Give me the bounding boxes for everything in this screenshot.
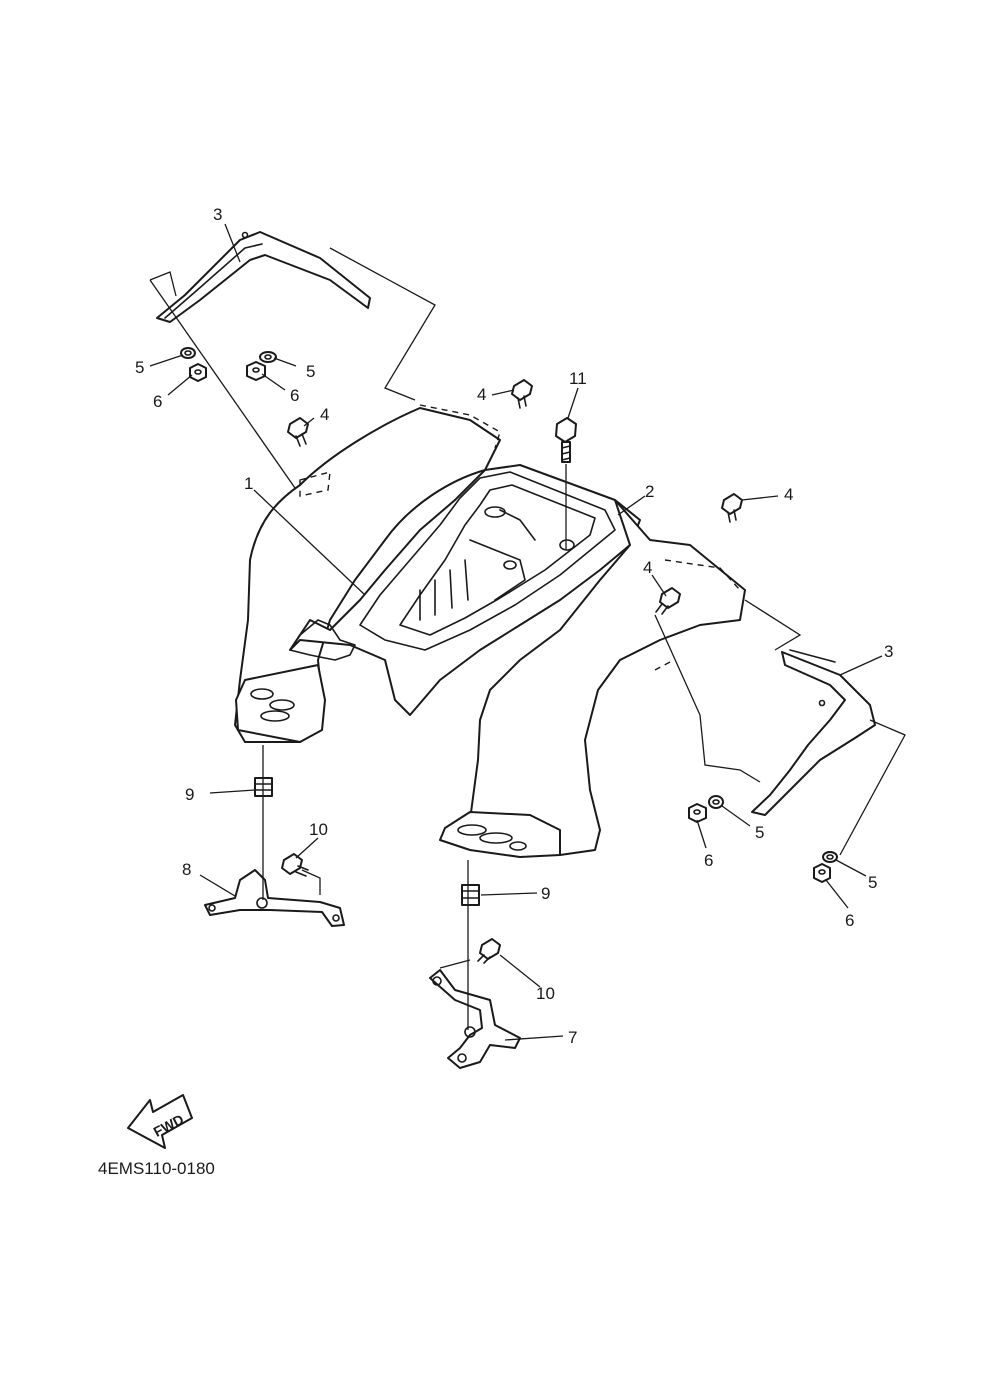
callout-leaders: [149, 223, 883, 1041]
nut-6b: [246, 361, 266, 381]
washer-5c: [708, 795, 724, 809]
bolt-11: [555, 417, 577, 463]
callout-3: 3: [213, 205, 222, 224]
callout-6: 6: [290, 386, 299, 405]
screw-4c: [721, 493, 743, 523]
screw-4d: [655, 587, 681, 615]
callout-labels: 3 5 6 5 6 4 4 11 1 2 4 4 3 9 10 8 5 6 5 …: [135, 205, 893, 1047]
fender-guard-left: [156, 231, 371, 323]
callout-7: 7: [568, 1028, 577, 1047]
drawing-code: 4EMS110-0180: [98, 1159, 215, 1178]
bolt-10b: [477, 938, 501, 964]
screw-4b: [287, 417, 309, 447]
callout-6: 6: [704, 851, 713, 870]
fwd-arrow: FWD: [127, 1094, 193, 1149]
callout-6: 6: [153, 392, 162, 411]
callout-2: 2: [645, 482, 654, 501]
callout-10: 10: [309, 820, 328, 839]
grommet-9b: [461, 884, 480, 906]
callout-5: 5: [755, 823, 764, 842]
callout-8: 8: [182, 860, 191, 879]
callout-6: 6: [845, 911, 854, 930]
fender-guard-right: [751, 649, 876, 816]
callout-4: 4: [784, 485, 793, 504]
bolt-10a: [281, 853, 309, 877]
callout-10: 10: [536, 984, 555, 1003]
nut-6c: [688, 803, 707, 823]
washer-5d: [822, 851, 838, 863]
callout-4: 4: [477, 385, 486, 404]
nut-6a: [189, 363, 207, 382]
nut-6d: [813, 863, 831, 883]
callout-1: 1: [244, 474, 253, 493]
assembly-lines: [149, 247, 906, 1030]
callout-5: 5: [868, 873, 877, 892]
callout-5: 5: [306, 362, 315, 381]
callout-4: 4: [643, 558, 652, 577]
stay-bracket-7: [429, 969, 521, 1069]
front-fender: [234, 404, 746, 858]
washer-5a: [180, 347, 196, 359]
callout-3: 3: [884, 642, 893, 661]
callout-9: 9: [185, 785, 194, 804]
callout-11: 11: [569, 369, 587, 388]
screw-4a: [511, 379, 533, 409]
callout-4: 4: [320, 405, 329, 424]
callout-9: 9: [541, 884, 550, 903]
washer-5b: [259, 351, 277, 363]
callout-5: 5: [135, 358, 144, 377]
stay-bracket-8: [204, 869, 345, 927]
